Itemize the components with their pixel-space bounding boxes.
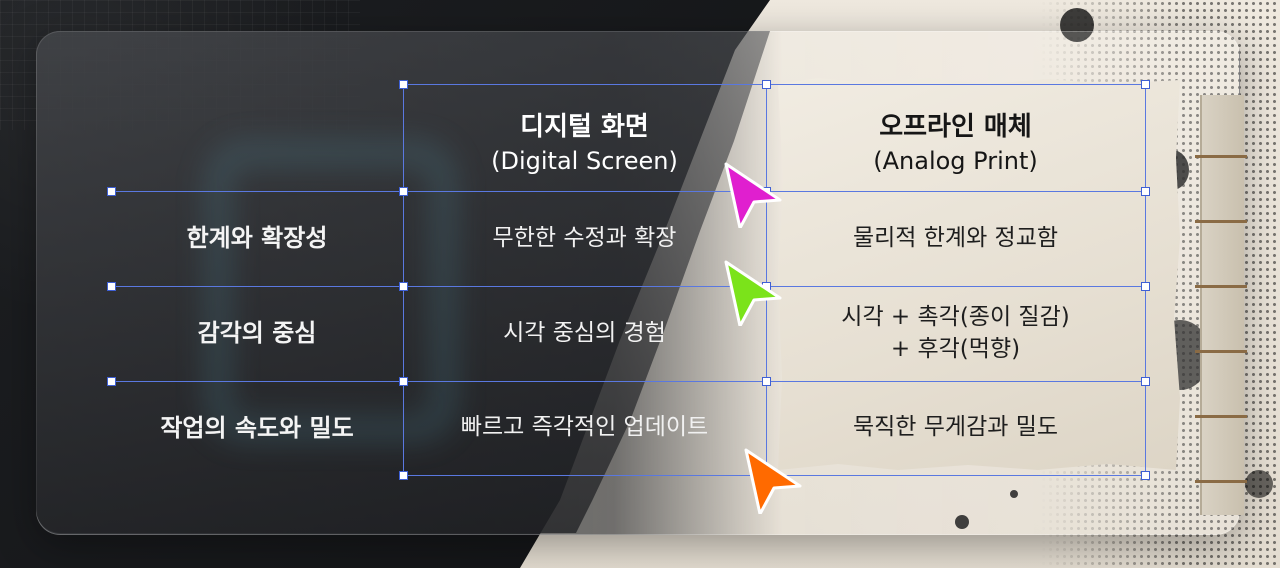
resize-handle[interactable]	[107, 282, 116, 291]
grid-line	[111, 381, 1145, 382]
table-cell-analog[interactable]: 묵직한 무게감과 밀도	[766, 381, 1145, 475]
resize-handle[interactable]	[399, 80, 408, 89]
binding-stitch	[1195, 480, 1247, 483]
resize-handle[interactable]	[1141, 187, 1150, 196]
resize-handle[interactable]	[107, 187, 116, 196]
screen-glow-decoration	[205, 140, 457, 442]
resize-handle[interactable]	[1141, 377, 1150, 386]
row-label[interactable]: 감각의 중심	[197, 319, 317, 348]
cell-text-line: 시각 + 촉각(종이 질감)	[841, 304, 1070, 331]
table-cell-digital[interactable]: 시각 중심의 경험	[503, 319, 666, 346]
table-cell-digital[interactable]: 빠르고 즉각적인 업데이트	[460, 414, 709, 441]
binding-stitch	[1195, 350, 1247, 353]
binding-stitch	[1195, 285, 1247, 288]
resize-handle[interactable]	[1141, 471, 1150, 480]
binding-stitch	[1195, 155, 1247, 158]
resize-handle[interactable]	[399, 377, 408, 386]
cursor-arrow-icon	[744, 448, 802, 514]
grid-line	[403, 84, 1145, 85]
table-cell-analog[interactable]: 시각 + 촉각(종이 질감) + 후각(먹향)	[766, 286, 1145, 381]
cell-text-line: 묵직한 무게감과 밀도	[852, 414, 1059, 441]
resize-handle[interactable]	[762, 377, 771, 386]
binding-stitch	[1195, 415, 1247, 418]
column-title: 디지털 화면	[520, 111, 649, 142]
resize-handle[interactable]	[399, 282, 408, 291]
resize-handle[interactable]	[762, 80, 771, 89]
grid-line	[403, 84, 404, 475]
grid-line	[111, 286, 1145, 287]
resize-handle[interactable]	[107, 377, 116, 386]
row-label[interactable]: 한계와 확장성	[186, 224, 328, 253]
binding-stitch	[1195, 220, 1247, 223]
cursor-arrow-icon	[724, 260, 782, 326]
cell-text-line: + 후각(먹향)	[890, 335, 1021, 362]
cell-text-line: 물리적 한계와 정교함	[852, 224, 1059, 251]
column-header-analog[interactable]: 오프라인 매체 (Analog Print)	[766, 96, 1145, 191]
resize-handle[interactable]	[399, 471, 408, 480]
table-cell-digital[interactable]: 무한한 수정과 확장	[492, 224, 677, 251]
column-header-digital[interactable]: 디지털 화면 (Digital Screen)	[403, 96, 766, 191]
table-cell-analog[interactable]: 물리적 한계와 정교함	[766, 191, 1145, 286]
ink-blot	[1245, 470, 1273, 498]
grid-line	[1145, 84, 1146, 475]
row-label[interactable]: 작업의 속도와 밀도	[160, 413, 354, 442]
grid-line	[111, 191, 1145, 192]
book-binding	[1200, 95, 1244, 515]
resize-handle[interactable]	[399, 187, 408, 196]
torn-paper-sheet	[778, 78, 1180, 470]
cursor-arrow-icon	[724, 162, 782, 228]
column-subtitle: (Digital Screen)	[491, 146, 678, 175]
column-title: 오프라인 매체	[879, 111, 1032, 142]
column-subtitle: (Analog Print)	[873, 146, 1038, 175]
grid-line	[766, 84, 767, 475]
resize-handle[interactable]	[1141, 80, 1150, 89]
resize-handle[interactable]	[1141, 282, 1150, 291]
